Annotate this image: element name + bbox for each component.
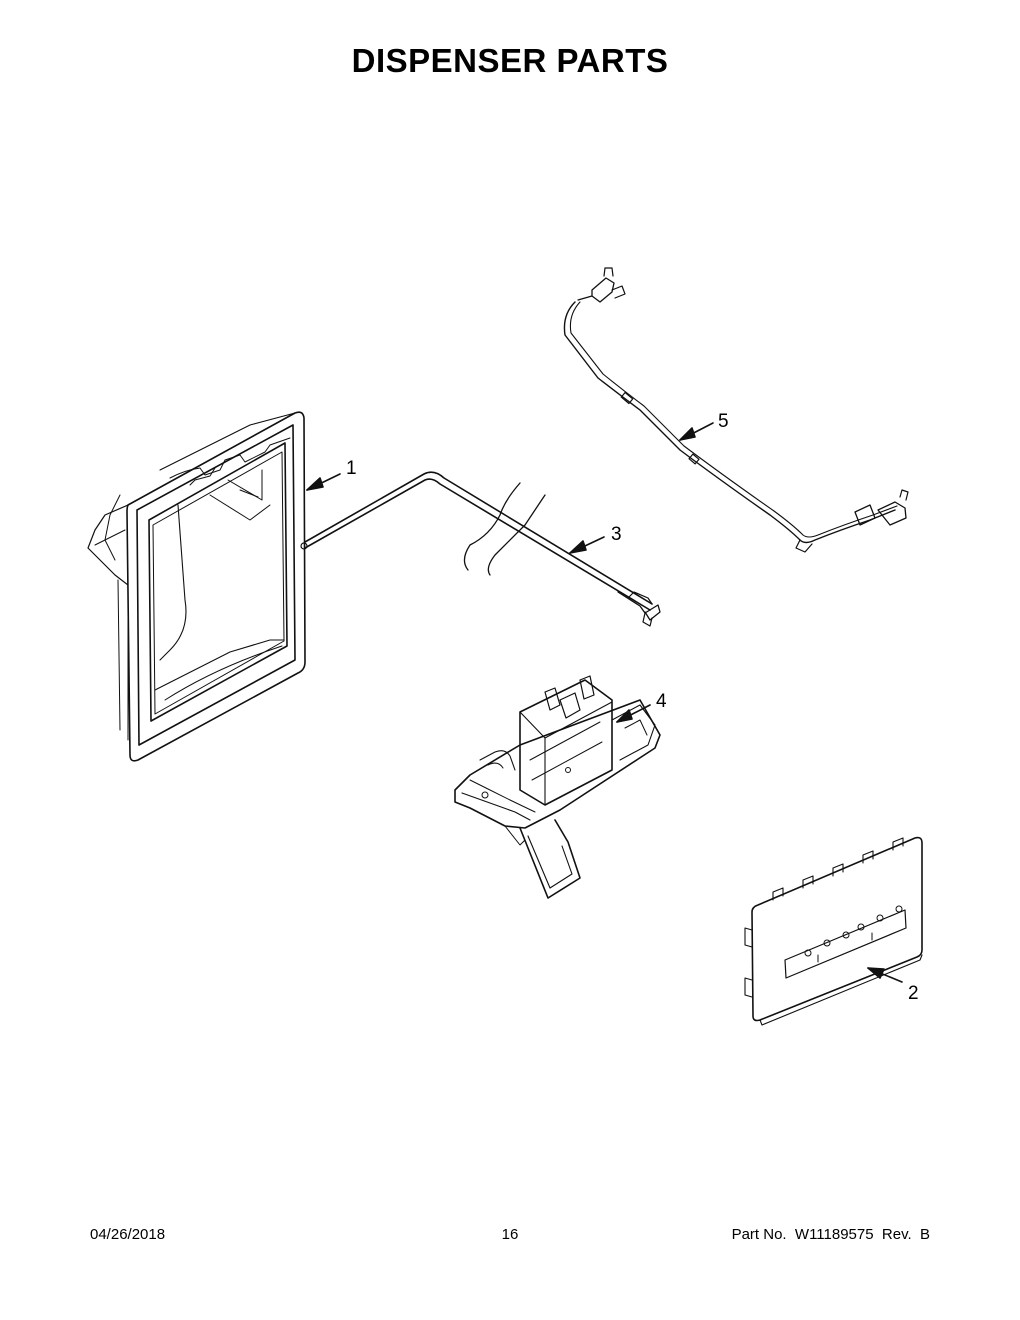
callout-arrow-4 [616, 704, 651, 723]
footer-date: 04/26/2018 [90, 1226, 166, 1243]
callout-label-3: 3 [611, 524, 622, 545]
control-panel-part [744, 836, 923, 1026]
callout-arrow-3 [569, 536, 605, 554]
callout-label-1: 1 [346, 458, 357, 479]
callout-arrow-1 [306, 473, 341, 491]
water-tube-part [300, 471, 661, 627]
wire-harness-part [563, 267, 909, 553]
ice-door-actuator-part [454, 675, 661, 899]
callout-label-5: 5 [718, 411, 729, 432]
page-title: DISPENSER PARTS [351, 42, 669, 79]
footer-part-number: Part No. W11189575 Rev. B [731, 1226, 930, 1243]
tube-break-mark-bottom [487, 494, 546, 576]
callout-label-4: 4 [656, 691, 667, 712]
footer-page-number: 16 [501, 1226, 519, 1243]
callout-label-2: 2 [908, 983, 919, 1004]
callout-arrow-5 [679, 422, 714, 441]
tube-break-mark-top [463, 482, 521, 571]
callout-arrow-2 [867, 967, 903, 983]
dispenser-housing-part [87, 411, 306, 762]
